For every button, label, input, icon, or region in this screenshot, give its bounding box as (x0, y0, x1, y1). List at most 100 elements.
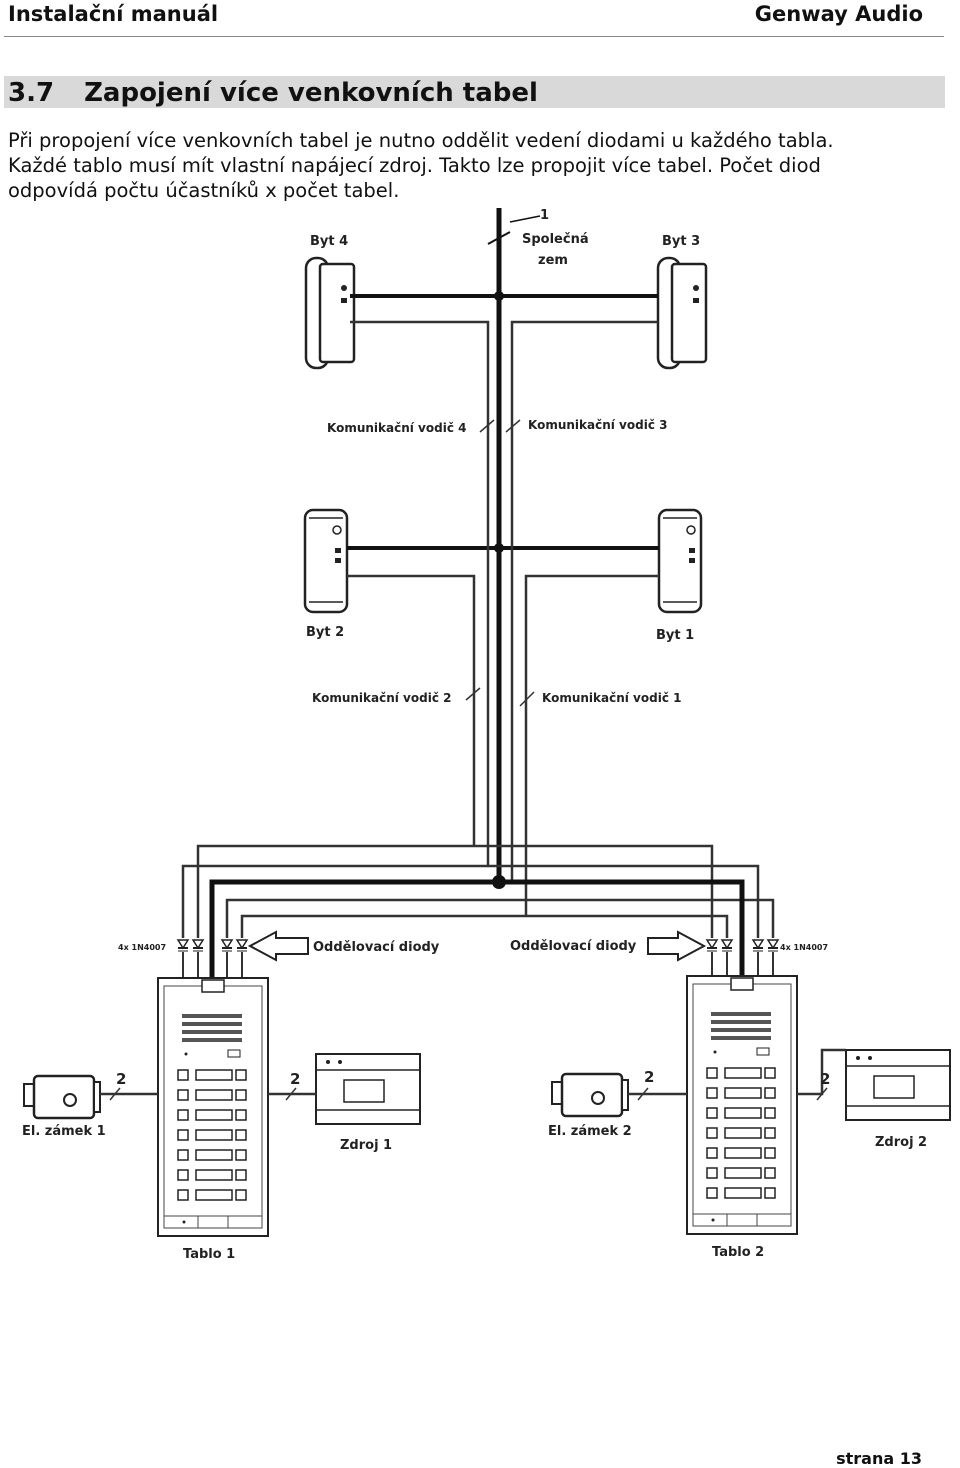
call-button (764, 1127, 776, 1139)
intro-line: Při propojení více venkovních tabel je n… (8, 129, 834, 152)
psu2-icon (845, 1049, 951, 1121)
lock1-label: El. zámek 1 (22, 1124, 106, 1139)
lock1-icon (22, 1074, 102, 1120)
wire-count-label: 2 (290, 1070, 300, 1088)
call-button (724, 1147, 762, 1159)
call-button (764, 1107, 776, 1119)
call-button (195, 1169, 233, 1181)
byt4-handset (304, 256, 356, 370)
call-button (764, 1167, 776, 1179)
call-button (235, 1069, 247, 1081)
tablo1-buttons (177, 1069, 247, 1201)
wire-count-label: 2 (644, 1068, 654, 1086)
header-divider (4, 36, 944, 37)
call-button (195, 1189, 233, 1201)
call-button (195, 1109, 233, 1121)
call-button (235, 1109, 247, 1121)
section-title: 3.7 Zapojení více venkovních tabel (8, 78, 538, 108)
tablo2-buttons (706, 1067, 776, 1199)
wire-count-label: 2 (820, 1070, 830, 1088)
comm-wire-4-label: Komunikační vodič 4 (327, 421, 466, 435)
call-button (235, 1149, 247, 1161)
byt2-label: Byt 2 (306, 625, 344, 640)
lock2-icon (550, 1072, 630, 1118)
call-button (724, 1067, 762, 1079)
call-button (724, 1167, 762, 1179)
call-button (706, 1167, 718, 1179)
call-button (235, 1169, 247, 1181)
call-button (195, 1149, 233, 1161)
diode-spec-left: 4x 1N4007 (118, 943, 166, 952)
call-button (706, 1187, 718, 1199)
psu1-label: Zdroj 1 (340, 1138, 392, 1153)
ground-label-line1: Společná (522, 232, 589, 247)
call-button (195, 1129, 233, 1141)
panel-distribution-wires (181, 844, 775, 938)
header-brand: Genway Audio (754, 2, 923, 26)
call-button (706, 1107, 718, 1119)
diodes-label-left: Oddělovací diody (313, 940, 440, 955)
lock2-label: El. zámek 2 (548, 1124, 632, 1139)
call-button (177, 1149, 189, 1161)
diodes-label-right: Oddělovací diody (510, 939, 637, 954)
call-button (724, 1187, 762, 1199)
call-button (724, 1107, 762, 1119)
page-number: strana 13 (836, 1449, 922, 1468)
psu1-icon (315, 1053, 421, 1125)
call-button (177, 1169, 189, 1181)
call-button (764, 1087, 776, 1099)
wire-count-label: 2 (116, 1070, 126, 1088)
byt2-monitor (303, 508, 349, 614)
call-button (195, 1089, 233, 1101)
comm-wire-2 (347, 574, 476, 846)
call-button (235, 1189, 247, 1201)
ground-to-panels (209, 879, 745, 978)
byt1-label: Byt 1 (656, 628, 694, 643)
comm-wire-4 (350, 320, 490, 866)
ground-number-label: 1 (540, 208, 549, 223)
comm-wire-3-label: Komunikační vodič 3 (528, 418, 667, 432)
isolation-diodes-right (706, 939, 779, 978)
comm-wire-2-label: Komunikační vodič 2 (312, 691, 451, 705)
comm-wire-3 (510, 320, 658, 882)
tablo1-label: Tablo 1 (183, 1247, 235, 1262)
call-button (235, 1089, 247, 1101)
diode-spec-right: 4x 1N4007 (780, 943, 828, 952)
call-button (706, 1147, 718, 1159)
arrow-right-icon (647, 930, 707, 962)
call-button (706, 1127, 718, 1139)
call-button (724, 1127, 762, 1139)
arrow-left-icon (247, 930, 309, 962)
call-button (177, 1189, 189, 1201)
byt4-label: Byt 4 (310, 234, 348, 249)
ground-label-line2: zem (538, 253, 568, 268)
call-button (177, 1069, 189, 1081)
header-manual-title: Instalační manuál (8, 2, 219, 26)
call-button (706, 1067, 718, 1079)
call-button (177, 1129, 189, 1141)
call-button (706, 1087, 718, 1099)
byt1-monitor (657, 508, 703, 614)
comm-wire-1-label: Komunikační vodič 1 (542, 691, 681, 705)
call-button (195, 1069, 233, 1081)
comm-wire-1 (524, 574, 659, 916)
intro-line: Každé tablo musí mít vlastní napájecí zd… (8, 154, 821, 177)
call-button (764, 1067, 776, 1079)
psu2-label: Zdroj 2 (875, 1135, 927, 1150)
intro-line: odpovídá počtu účastníků x počet tabel. (8, 179, 400, 202)
section-heading-bar (4, 76, 945, 108)
call-button (764, 1187, 776, 1199)
call-button (724, 1087, 762, 1099)
section-number: 3.7 (8, 78, 55, 108)
isolation-diodes-left (177, 939, 248, 978)
call-button (764, 1147, 776, 1159)
intro-paragraph: Při propojení více venkovních tabel je n… (8, 128, 953, 203)
call-button (235, 1129, 247, 1141)
section-title-text: Zapojení více venkovních tabel (84, 78, 538, 108)
call-button (177, 1109, 189, 1121)
byt3-label: Byt 3 (662, 234, 700, 249)
byt3-handset (656, 256, 708, 370)
call-button (177, 1089, 189, 1101)
tablo2-label: Tablo 2 (712, 1245, 764, 1260)
